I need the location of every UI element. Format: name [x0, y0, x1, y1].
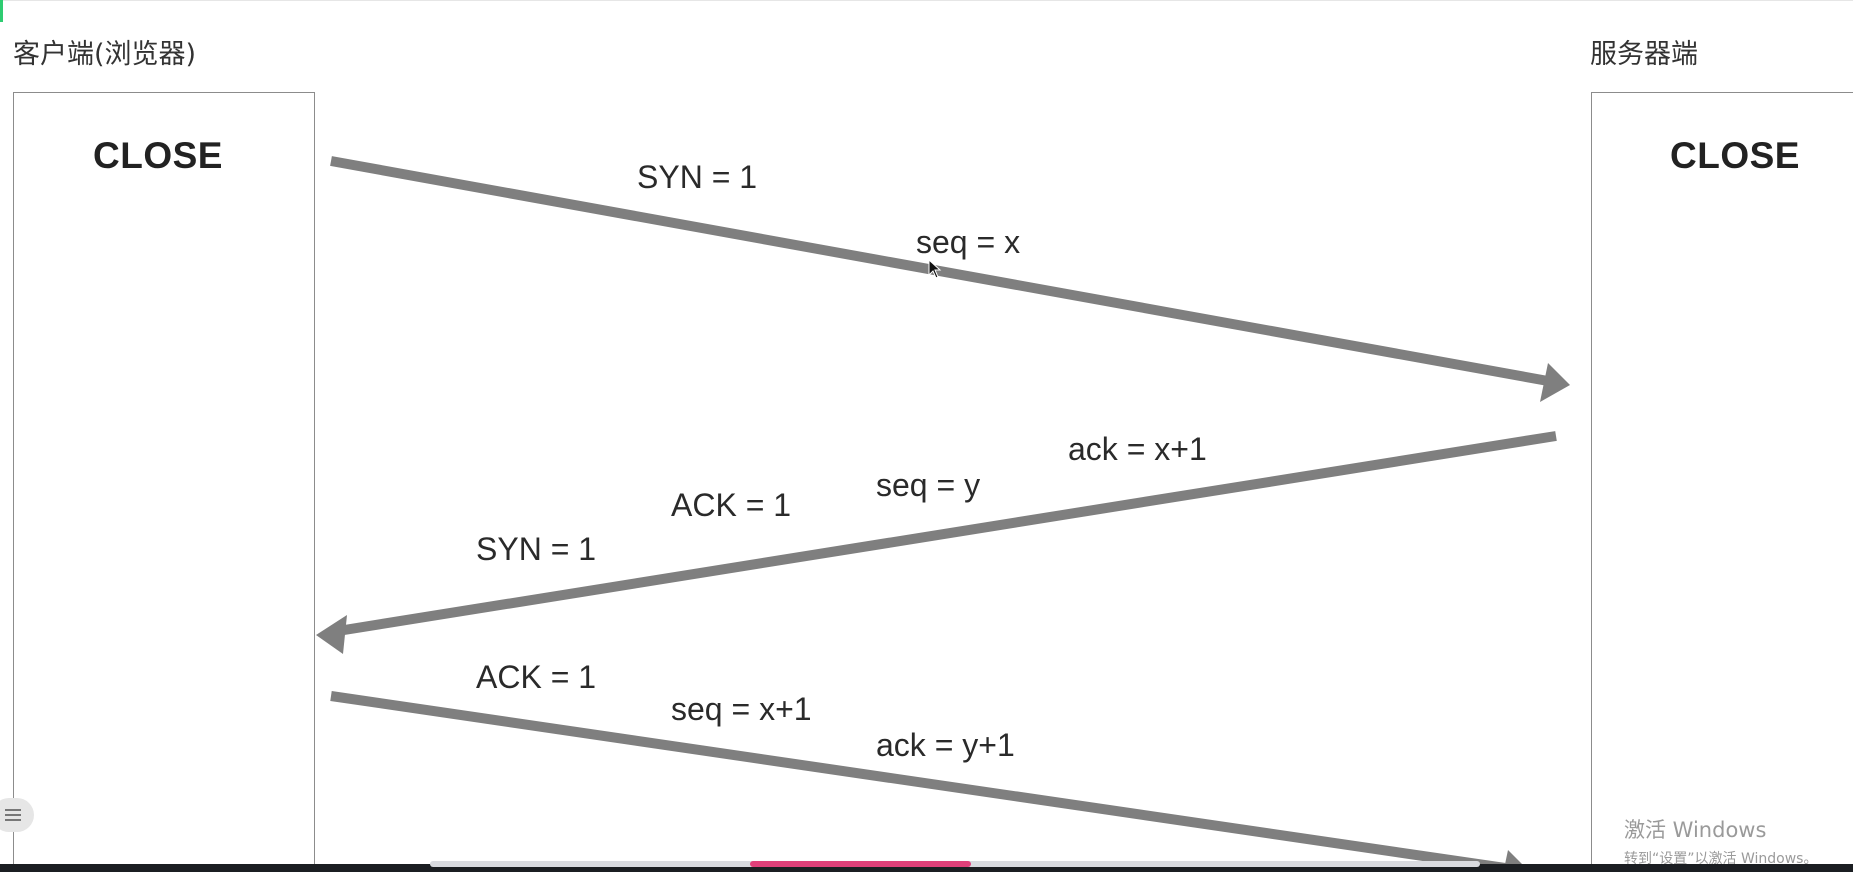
ack-arrow-shaft: [330, 691, 1506, 872]
server-panel: CLOSE: [1591, 92, 1853, 872]
syn-label: SYN = 1: [637, 159, 757, 195]
client-state-label: CLOSE: [93, 135, 223, 176]
video-control-bar: [0, 864, 1853, 872]
ack-flag-label: ACK = 1: [476, 659, 596, 695]
synack-ack-flag-label: ACK = 1: [671, 487, 791, 523]
server-title: 服务器端: [1590, 39, 1698, 70]
menu-button[interactable]: [0, 798, 34, 832]
synack-ack-num-label: ack = x+1: [1068, 431, 1207, 467]
syn-arrow-head: [1540, 363, 1570, 402]
synack-seq-label: seq = y: [876, 467, 980, 503]
synack-arrow-head: [316, 615, 347, 654]
windows-activation-watermark: 激活 Windows 转到“设置”以激活 Windows。: [1624, 814, 1817, 868]
client-title: 客户端(浏览器): [13, 39, 197, 70]
server-state-label: CLOSE: [1670, 135, 1800, 176]
syn-arrow-shaft: [330, 156, 1549, 386]
watermark-title: 激活 Windows: [1624, 818, 1767, 842]
watermark-subtitle: 转到“设置”以激活 Windows。: [1624, 851, 1818, 867]
syn-seq-label: seq = x: [916, 224, 1020, 260]
top-accent-bar: [0, 0, 3, 22]
menu-icon: [5, 809, 21, 821]
ack-num-label: ack = y+1: [876, 727, 1015, 763]
synack-arrow-shaft: [337, 431, 1557, 636]
ack-seq-label: seq = x+1: [671, 691, 812, 727]
top-divider: [0, 0, 1853, 1]
synack-syn-label: SYN = 1: [476, 531, 596, 567]
progress-fill: [750, 861, 971, 867]
client-panel: CLOSE: [13, 92, 315, 872]
mouse-cursor-icon: [928, 259, 942, 279]
